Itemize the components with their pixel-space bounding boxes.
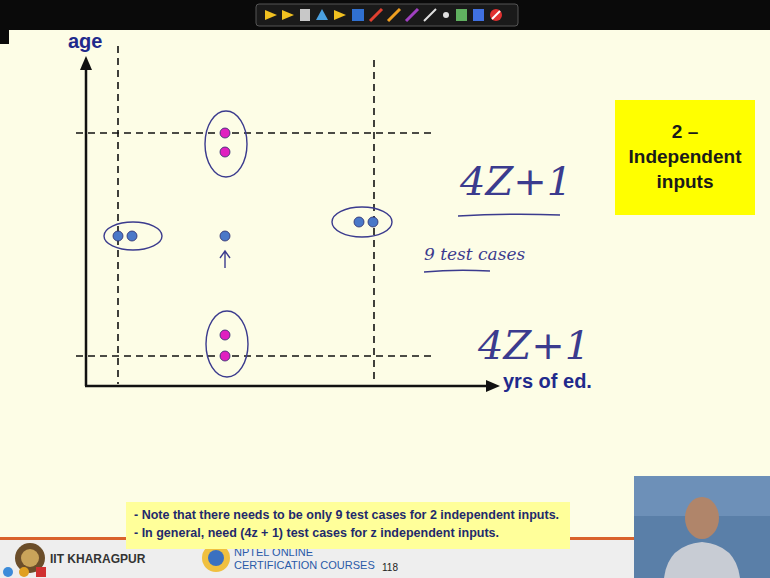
toolbar: [0, 0, 770, 30]
handwritten-note: 4Z+1: [460, 158, 572, 204]
pen-toolbar: [256, 4, 518, 26]
axis-label: yrs of ed.: [503, 370, 592, 393]
edge-bracket: [0, 30, 9, 44]
boundary-lines: [76, 46, 432, 384]
box-text: - Note that there needs to be only 9 tes…: [134, 506, 562, 524]
course-name: NPTEL ONLINE CERTIFICATION COURSES: [234, 546, 384, 571]
text-column: - Note that there needs to be only 9 tes…: [134, 506, 562, 542]
handwritten-note: 4Z+1: [478, 322, 590, 368]
handwritten-note: 9 test cases: [424, 244, 525, 264]
topic-box: 2 – Independent inputs: [615, 100, 755, 215]
toolbar-icons: [265, 9, 502, 21]
slide-number: 118: [382, 562, 398, 573]
box-text: 2 – Independent inputs: [625, 120, 745, 194]
axis-label: age: [68, 30, 102, 53]
box-text: - In general, need (4z + 1) test cases f…: [134, 524, 562, 542]
taskbar-icons: [3, 567, 46, 577]
institute-name: IIT KHARAGPUR: [50, 552, 145, 566]
presenter-video: [634, 476, 770, 578]
test-points: [113, 128, 378, 361]
note-box: - Note that there needs to be only 9 tes…: [126, 502, 570, 549]
axes: [80, 56, 500, 392]
text-column: 2 – Independent inputs: [625, 120, 745, 194]
